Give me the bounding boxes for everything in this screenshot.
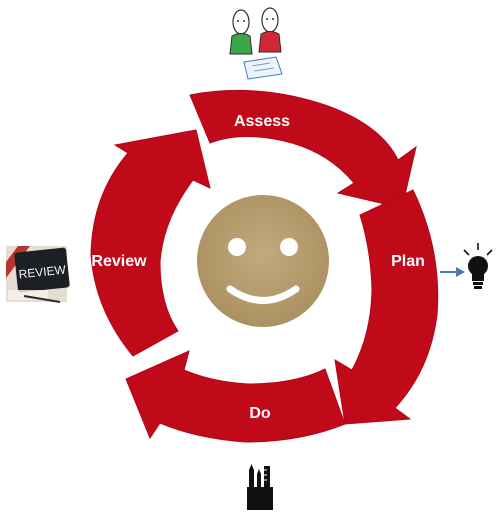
smiley-face-icon [197,195,329,327]
pencil-cup-icon [247,464,273,510]
stage-label-review: Review [91,253,147,270]
arrow-assess [189,89,417,209]
smiley-right-eye [280,238,298,256]
arrow-do [125,350,346,443]
arrow-plan [334,189,439,425]
review-chalkboard-text: REVIEW [18,262,67,281]
stage-label-do: Do [249,405,271,422]
review-chalkboard-icon: REVIEW [6,246,70,303]
arrow-review [90,129,211,357]
plan-connector-arrow [440,267,465,277]
stage-label-plan: Plan [391,253,425,270]
stage-label-assess: Assess [234,113,290,130]
lightbulb-icon [463,243,493,289]
smiley-mouth [226,285,300,304]
cycle-arrows [90,89,439,443]
smiley-left-eye [228,238,246,256]
two-people-discussing-icon [229,7,283,80]
